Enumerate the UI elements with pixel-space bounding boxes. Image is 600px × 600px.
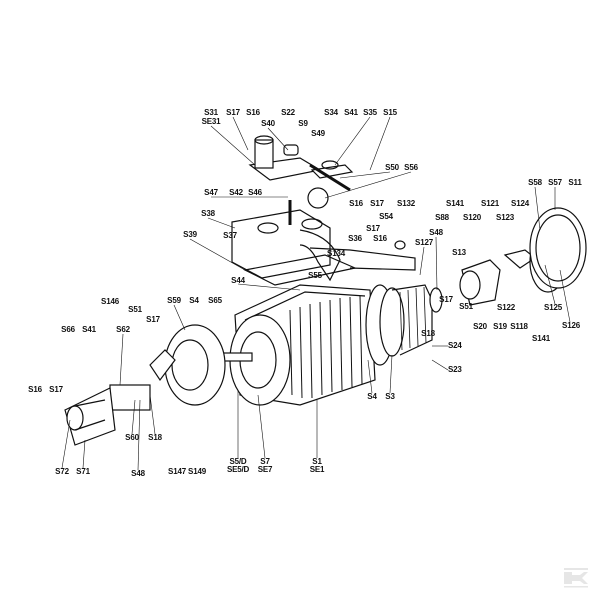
top-assembly bbox=[231, 135, 416, 286]
right-assembly bbox=[459, 207, 587, 306]
label-s47: S47 bbox=[204, 188, 218, 197]
label-s49: S49 bbox=[311, 129, 325, 138]
label-s66: S66 bbox=[61, 325, 75, 334]
label-s15: S15 bbox=[383, 108, 397, 117]
label-s35: S35 bbox=[363, 108, 377, 117]
label-s4: S4 bbox=[367, 392, 377, 401]
label-s5d: S5/D bbox=[229, 457, 247, 466]
label-s41: S41 bbox=[344, 108, 358, 117]
label-s17: S17 bbox=[370, 199, 384, 208]
label-s42: S42 bbox=[229, 188, 243, 197]
label-s20: S20 bbox=[473, 322, 487, 331]
label-s60: S60 bbox=[125, 433, 139, 442]
label-s65: S65 bbox=[208, 296, 222, 305]
label-s118: S118 bbox=[510, 322, 528, 331]
label-s44: S44 bbox=[231, 276, 245, 285]
label-s16: S16 bbox=[28, 385, 42, 394]
label-s146: S146 bbox=[101, 297, 119, 306]
label-s141: S141 bbox=[532, 334, 550, 343]
label-s41: S41 bbox=[82, 325, 96, 334]
label-s123: S123 bbox=[496, 213, 514, 222]
label-s38: S38 bbox=[201, 209, 215, 218]
label-s16: S16 bbox=[246, 108, 260, 117]
kramp-logo-watermark bbox=[564, 568, 588, 588]
label-s122: S122 bbox=[497, 303, 515, 312]
label-s23: S23 bbox=[448, 365, 462, 374]
label-s88: S88 bbox=[435, 213, 449, 222]
label-s40: S40 bbox=[261, 119, 275, 128]
label-s62: S62 bbox=[116, 325, 130, 334]
label-s124: S124 bbox=[511, 199, 529, 208]
label-s51: S51 bbox=[459, 302, 473, 311]
label-s121: S121 bbox=[481, 199, 499, 208]
label-s72: S72 bbox=[55, 467, 69, 476]
label-s9: S9 bbox=[298, 119, 308, 128]
label-s51: S51 bbox=[128, 305, 142, 314]
label-s24: S24 bbox=[448, 341, 462, 350]
label-s48: S48 bbox=[429, 228, 443, 237]
label-s132: S132 bbox=[397, 199, 415, 208]
label-s71: S71 bbox=[76, 467, 90, 476]
label-s55: S55 bbox=[308, 271, 322, 280]
label-s58: S58 bbox=[528, 178, 542, 187]
label-s120: S120 bbox=[463, 213, 481, 222]
label-s19: S19 bbox=[493, 322, 507, 331]
label-s7: S7 bbox=[260, 457, 270, 466]
label-s13: S13 bbox=[452, 248, 466, 257]
label-s149: S149 bbox=[188, 467, 206, 476]
label-s54: S54 bbox=[379, 212, 393, 221]
label-s50: S50 bbox=[385, 163, 399, 172]
label-s48: S48 bbox=[131, 469, 145, 478]
label-s17: S17 bbox=[439, 295, 453, 304]
label-s46: S46 bbox=[248, 188, 262, 197]
label-s1: S1 bbox=[312, 457, 322, 466]
label-s31: S31 bbox=[204, 108, 218, 117]
label-s126: S126 bbox=[562, 321, 580, 330]
label-s16: S16 bbox=[349, 199, 363, 208]
label-se31: SE31 bbox=[201, 117, 221, 126]
label-s56: S56 bbox=[404, 163, 418, 172]
left-assembly bbox=[64, 324, 226, 446]
label-s59: S59 bbox=[167, 296, 181, 305]
label-s16: S16 bbox=[373, 234, 387, 243]
main-housing bbox=[221, 284, 443, 406]
label-s147: S147 bbox=[168, 467, 186, 476]
label-s17: S17 bbox=[146, 315, 160, 324]
label-s127: S127 bbox=[415, 238, 433, 247]
label-s18: S18 bbox=[421, 329, 435, 338]
label-s37: S37 bbox=[223, 231, 237, 240]
label-s3: S3 bbox=[385, 392, 395, 401]
label-s57: S57 bbox=[548, 178, 562, 187]
label-s17: S17 bbox=[49, 385, 63, 394]
label-s18: S18 bbox=[148, 433, 162, 442]
label-s17: S17 bbox=[366, 224, 380, 233]
label-s134: S134 bbox=[327, 249, 345, 258]
label-s17: S17 bbox=[226, 108, 240, 117]
label-se5d: SE5/D bbox=[226, 465, 250, 474]
label-s141: S141 bbox=[446, 199, 464, 208]
label-s36: S36 bbox=[348, 234, 362, 243]
label-se7: SE7 bbox=[257, 465, 273, 474]
label-s34: S34 bbox=[324, 108, 338, 117]
label-s4: S4 bbox=[189, 296, 199, 305]
label-s22: S22 bbox=[281, 108, 295, 117]
label-s125: S125 bbox=[544, 303, 562, 312]
label-se1: SE1 bbox=[309, 465, 325, 474]
label-s11: S11 bbox=[568, 178, 582, 187]
label-s39: S39 bbox=[183, 230, 197, 239]
leader-lines bbox=[61, 116, 571, 471]
